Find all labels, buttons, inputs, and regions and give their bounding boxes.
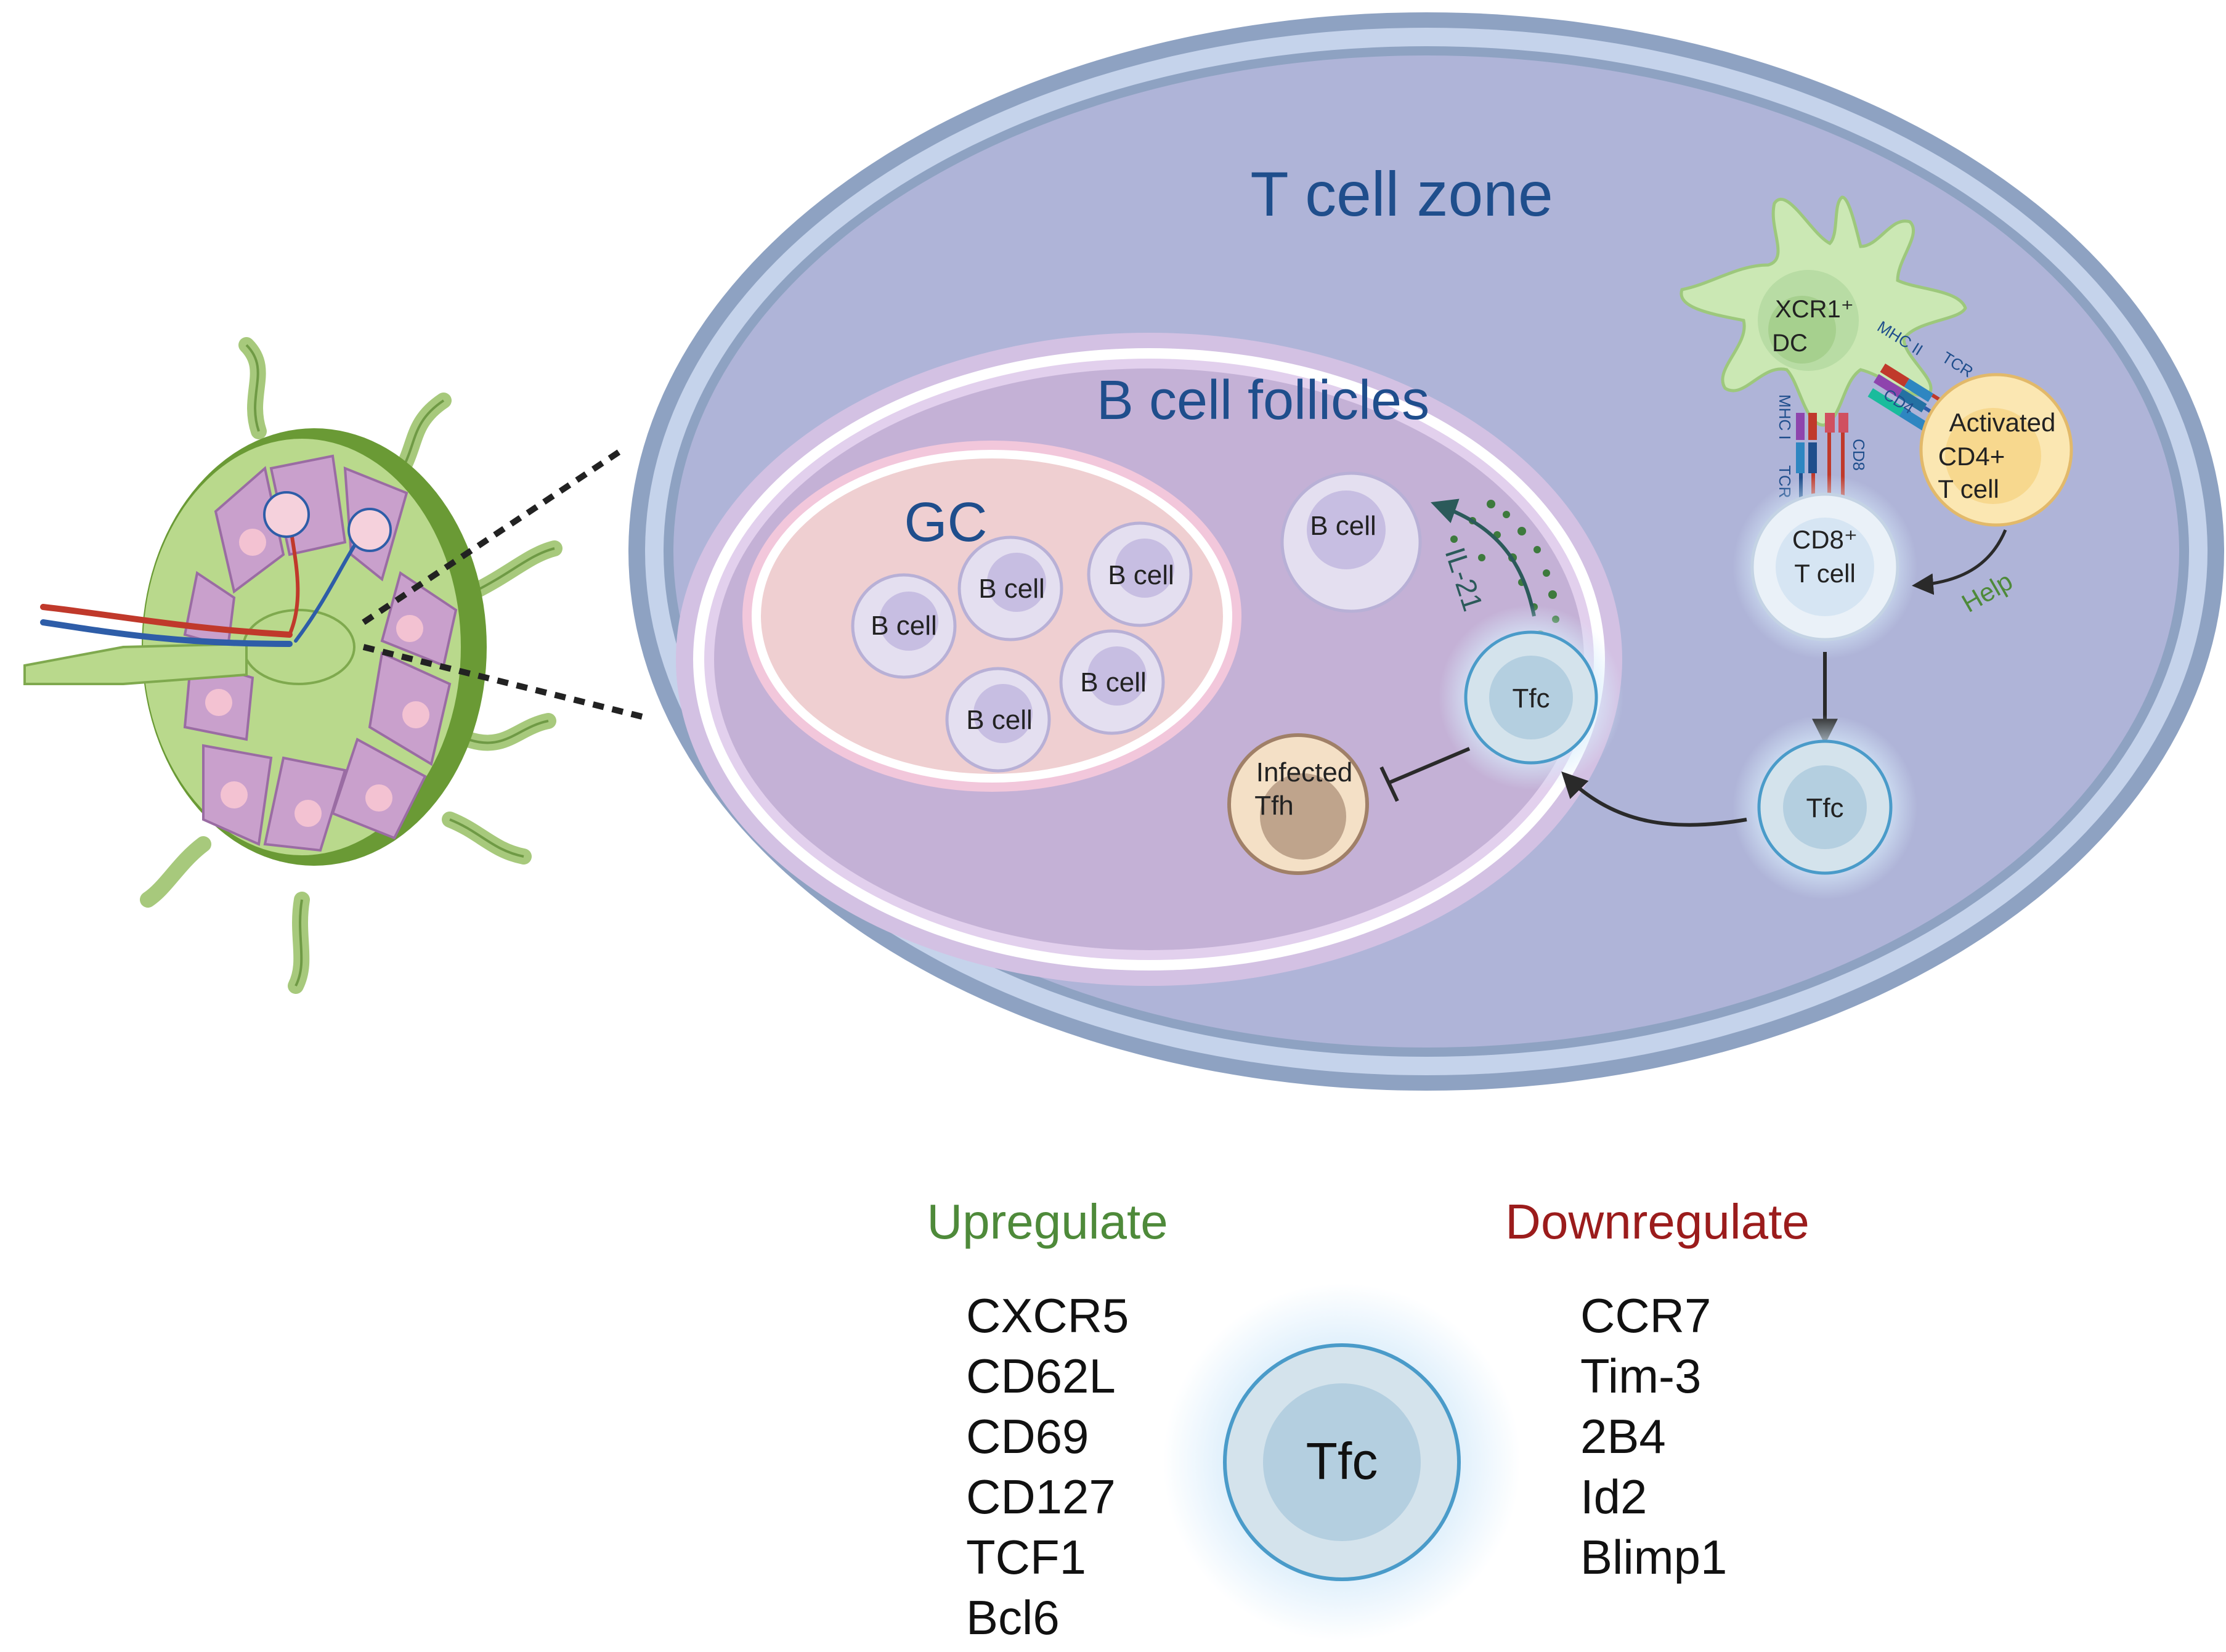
node-vessel-loops <box>263 491 392 552</box>
upregulate-item: Bcl6 <box>966 1590 1060 1645</box>
b-cell: B cell <box>957 535 1063 641</box>
cd8-label-line2: T cell <box>1794 559 1856 588</box>
zoom-lines <box>362 447 648 721</box>
help-arrow <box>1912 529 2007 595</box>
follicle-tfc-cell: Tfc <box>1439 605 1623 790</box>
lymph-node-illustration <box>23 337 563 994</box>
b-cell: B cell <box>1087 521 1193 627</box>
il21-arrow <box>1431 498 1536 617</box>
downregulate-item: CCR7 <box>1580 1288 1711 1343</box>
upregulate-item: CD62L <box>966 1349 1116 1403</box>
xcr1-dendritic-cell: XCR1⁺ DC <box>1680 195 1967 427</box>
cd8-label: CD8 <box>1850 439 1868 471</box>
upregulate-item: TCF1 <box>966 1530 1086 1584</box>
node-medulla <box>242 609 355 685</box>
b-cell: B cell <box>1059 629 1165 735</box>
node-follicle-spots <box>205 529 429 827</box>
b-cell-label: B cell <box>966 705 1033 735</box>
follicle-b-cell: B cell <box>1280 471 1422 613</box>
downregulate-item: Id2 <box>1580 1470 1647 1524</box>
node-hilum <box>23 642 248 685</box>
b-cell-label: B cell <box>1310 511 1376 541</box>
tfc-label: Tfc <box>1512 683 1550 714</box>
upregulate-title: Upregulate <box>927 1194 1168 1249</box>
activated-cd4-t-cell: Activated CD4+ T cell <box>1919 373 2073 527</box>
downregulate-title: Downregulate <box>1505 1194 1810 1249</box>
cd4-label-line2: CD4+ <box>1938 442 2005 471</box>
inhibition-bar <box>1379 766 1399 802</box>
inhibition-line <box>1388 747 1471 784</box>
cd4-label-line3: T cell <box>1938 474 1999 503</box>
marker-panel: Upregulate Downregulate CXCR5 CD62L CD69… <box>927 1194 1810 1645</box>
t-zone-tfc-cell: Tfc <box>1732 715 1917 900</box>
cd8-label-line1: CD8⁺ <box>1792 525 1858 554</box>
upregulate-item: CD127 <box>966 1470 1116 1524</box>
b-cell: B cell <box>945 667 1051 773</box>
xcr1-dc-label-line2: DC <box>1772 330 1808 357</box>
upregulate-list: CXCR5 CD62L CD69 CD127 TCF1 Bcl6 <box>966 1288 1129 1645</box>
infected-tfh-label-line1: Infected <box>1256 757 1353 787</box>
xcr1-dc-label-line1: XCR1⁺ <box>1775 296 1854 323</box>
cd8-t-cell: CD8⁺ T cell <box>1732 474 1917 659</box>
large-tfc-cell: Tfc <box>1163 1284 1521 1641</box>
gc-label: GC <box>904 492 988 553</box>
gc-b-cells: B cell B cell B cell B cell B cell <box>851 521 1193 773</box>
downregulate-item: Blimp1 <box>1580 1530 1727 1584</box>
tfc-label: Tfc <box>1806 793 1843 823</box>
downregulate-item: 2B4 <box>1580 1409 1666 1463</box>
lymphatic-vessel-outline <box>245 344 555 987</box>
migration-arrow <box>1561 771 1747 827</box>
t-cell-zone-label: T cell zone <box>1250 159 1553 229</box>
downregulate-item: Tim-3 <box>1580 1349 1701 1403</box>
b-cell-label: B cell <box>1108 560 1174 590</box>
downregulate-list: CCR7 Tim-3 2B4 Id2 Blimp1 <box>1580 1288 1727 1584</box>
cd4-label-line1: Activated <box>1949 408 2056 437</box>
mhc1-label: MHC I <box>1776 394 1794 440</box>
b-cell-label: B cell <box>978 574 1045 604</box>
upregulate-item: CD69 <box>966 1409 1089 1463</box>
infected-tfh-cell: Infected Tfh <box>1227 733 1369 875</box>
infected-tfh-label-line2: Tfh <box>1254 791 1294 821</box>
b-cell-label: B cell <box>1080 667 1147 698</box>
upregulate-item: CXCR5 <box>966 1288 1129 1343</box>
b-cell-label: B cell <box>871 611 937 641</box>
b-cell: B cell <box>851 573 957 679</box>
b-cell-follicles-label: B cell follicles <box>1097 370 1429 431</box>
tfc-large-label: Tfc <box>1306 1432 1378 1490</box>
